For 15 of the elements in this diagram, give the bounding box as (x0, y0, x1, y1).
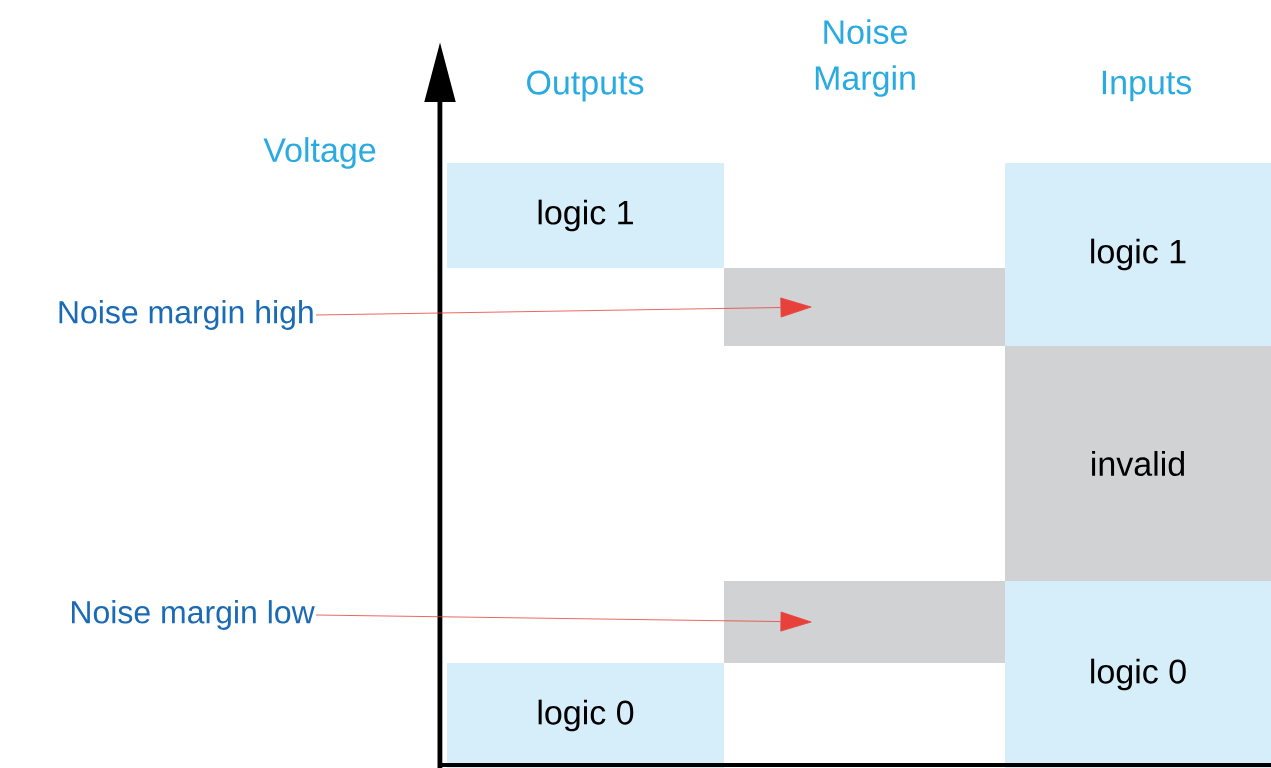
band-box (724, 268, 1005, 346)
callout-text: Noise margin high (59, 300, 313, 330)
band-box: invalid (1005, 346, 1271, 581)
column-heading: Outputs (527, 70, 644, 102)
band-box: logic 1 (1005, 163, 1271, 346)
arrow (315, 297, 812, 318)
band-box: logic 0 (447, 663, 724, 768)
band-box: logic 1 (447, 163, 724, 268)
column-heading: Noise Margin (815, 19, 915, 97)
arrow (315, 611, 812, 632)
band-box (724, 581, 1005, 663)
band-box: logic 0 (1005, 581, 1271, 768)
column-heading: Inputs (1102, 70, 1192, 102)
column-heading: Voltage (263, 137, 376, 169)
callout-text: Noise margin low (72, 600, 315, 630)
